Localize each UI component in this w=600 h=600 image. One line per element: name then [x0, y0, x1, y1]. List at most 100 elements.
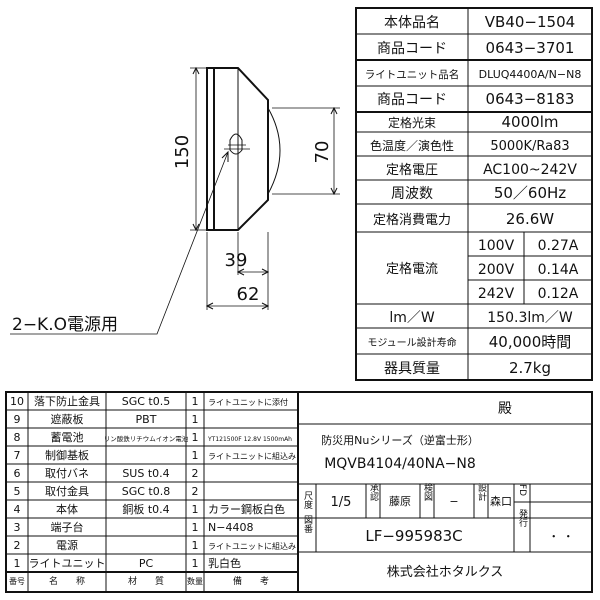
fd-label: FD: [517, 484, 527, 496]
dim-70: 70: [312, 141, 333, 164]
dim-150: 150: [172, 135, 193, 169]
spec-mass-value: 2.7kg: [509, 359, 551, 377]
header-remark: 備 考: [233, 575, 269, 587]
spec-efficacy-value: 150.3lm／W: [487, 310, 573, 326]
part-name: 遮蔽板: [51, 412, 84, 426]
approve-label: 承認: [368, 483, 379, 502]
part-name: 電源: [56, 538, 78, 552]
design-label: 設計: [476, 482, 487, 502]
part-qty: 1: [192, 521, 199, 534]
scale-value: 1/5: [331, 495, 352, 510]
part-material: PBT: [136, 413, 157, 426]
spec-current-label: 定格電流: [386, 261, 438, 277]
part-remark: ライトユニットに組込み: [208, 451, 296, 461]
spec-value-5: 4000lm: [502, 113, 559, 131]
part-no: 7: [14, 449, 21, 462]
company-name: 株式会社ホタルクス: [387, 564, 504, 580]
spec-label-1: 本体品名: [384, 15, 440, 31]
part-name: 取付バネ: [45, 467, 89, 480]
spec-value-2: 0643−3701: [486, 39, 575, 57]
part-qty: 1: [192, 449, 199, 462]
spec-mass-label: 器具質量: [384, 361, 440, 377]
part-no: 9: [14, 413, 21, 426]
current-voltage-3: 242V: [478, 286, 515, 302]
part-no: 2: [14, 539, 21, 552]
spec-life-label: モジュール設計寿命: [367, 336, 456, 349]
side-view-drawing: 150 70 39 62 2−K.O電源用: [10, 66, 340, 335]
spec-value-8: 50／60Hz: [494, 184, 566, 202]
part-material: 銅板 t0.4: [122, 502, 169, 516]
drawing-number: LF−995983C: [365, 527, 462, 545]
spec-label-9: 定格消費電力: [373, 212, 451, 228]
part-no: 10: [10, 395, 24, 408]
part-name: 蓄電池: [51, 431, 84, 444]
model-number: MQVB4104/40NA−N8: [324, 456, 476, 472]
part-material: SGC t0.8: [122, 485, 171, 498]
spec-label-2: 商品コード: [377, 41, 447, 57]
header-qty: 数量: [187, 576, 203, 586]
check-label: 検図: [422, 482, 433, 502]
part-qty: 1: [192, 395, 199, 408]
fixture-front-panel: [206, 67, 215, 231]
spec-label-8: 周波数: [391, 186, 433, 202]
part-material: SGC t0.5: [122, 395, 171, 408]
part-qty: 2: [192, 467, 199, 480]
spec-label-4: 商品コード: [377, 92, 447, 108]
current-amp-2: 0.14A: [538, 262, 579, 278]
part-name: 端子台: [51, 520, 84, 534]
part-name: ライトユニット: [29, 557, 106, 570]
spec-value-9: 26.6W: [506, 210, 554, 228]
current-amp-1: 0.27A: [538, 238, 579, 254]
spec-life-value: 40,000時間: [489, 333, 572, 351]
part-name: 本体: [56, 502, 78, 516]
part-material: PC: [139, 557, 154, 570]
scale-label: 尺度: [302, 491, 313, 510]
header-material: 材 質: [128, 575, 164, 587]
spec-table: 本体品名 VB40−1504 商品コード 0643−3701 ライトユニット品名…: [355, 7, 593, 381]
issue-date: ・ ・: [548, 530, 574, 543]
part-remark: N−4408: [208, 521, 253, 534]
knockout-note: 2−K.O電源用: [12, 315, 118, 335]
series-title: 防災用Nuシリーズ（逆富士形）: [321, 433, 479, 447]
title-block: 殿 防災用Nuシリーズ（逆富士形） MQVB4104/40NA−N8 尺度 1/…: [297, 391, 593, 593]
part-no: 6: [14, 467, 21, 480]
part-qty: 1: [192, 557, 199, 570]
header-no: 番号: [9, 576, 25, 586]
part-name: 取付金具: [45, 484, 89, 498]
spec-label-3: ライトユニット品名: [365, 68, 460, 81]
issue-label: 発行: [517, 508, 528, 528]
part-no: 8: [14, 431, 21, 444]
part-no: 4: [14, 503, 21, 516]
spec-label-5: 定格光束: [388, 115, 436, 130]
knockout-leader: [10, 151, 229, 335]
part-remark: ライトユニットに添付: [208, 397, 288, 407]
part-material: SUS t0.4: [122, 467, 169, 480]
part-name: 制御基板: [45, 448, 89, 462]
part-no: 5: [14, 485, 21, 498]
spec-label-6: 色温度／演色性: [370, 138, 454, 153]
dim-62: 62: [237, 284, 260, 305]
dim-39: 39: [225, 250, 248, 271]
part-remark: カラー鋼板白色: [208, 502, 285, 516]
current-voltage-2: 200V: [478, 262, 515, 278]
spec-value-3: DLUQ4400A/N−N8: [479, 68, 582, 81]
approver-name: 藤原: [389, 495, 411, 508]
part-qty: 2: [192, 485, 199, 498]
part-no: 3: [14, 521, 21, 534]
spec-value-4: 0643−8183: [486, 90, 575, 108]
spec-value-7: AC100~242V: [483, 162, 577, 178]
spec-value-1: VB40−1504: [485, 13, 575, 31]
current-amp-3: 0.12A: [538, 286, 579, 302]
spec-value-6: 5000K/Ra83: [490, 139, 569, 154]
header-name: 名 称: [49, 575, 85, 587]
spec-efficacy-label: lm／W: [389, 310, 435, 326]
part-material: リン酸鉄リチウムイオン電池: [104, 434, 189, 443]
diffuser-dome: [267, 107, 281, 195]
customer-suffix: 殿: [498, 401, 512, 417]
part-qty: 1: [192, 431, 199, 444]
part-qty: 1: [192, 413, 199, 426]
part-qty: 1: [192, 539, 199, 552]
current-voltage-1: 100V: [478, 238, 515, 254]
part-no: 1: [14, 557, 21, 570]
